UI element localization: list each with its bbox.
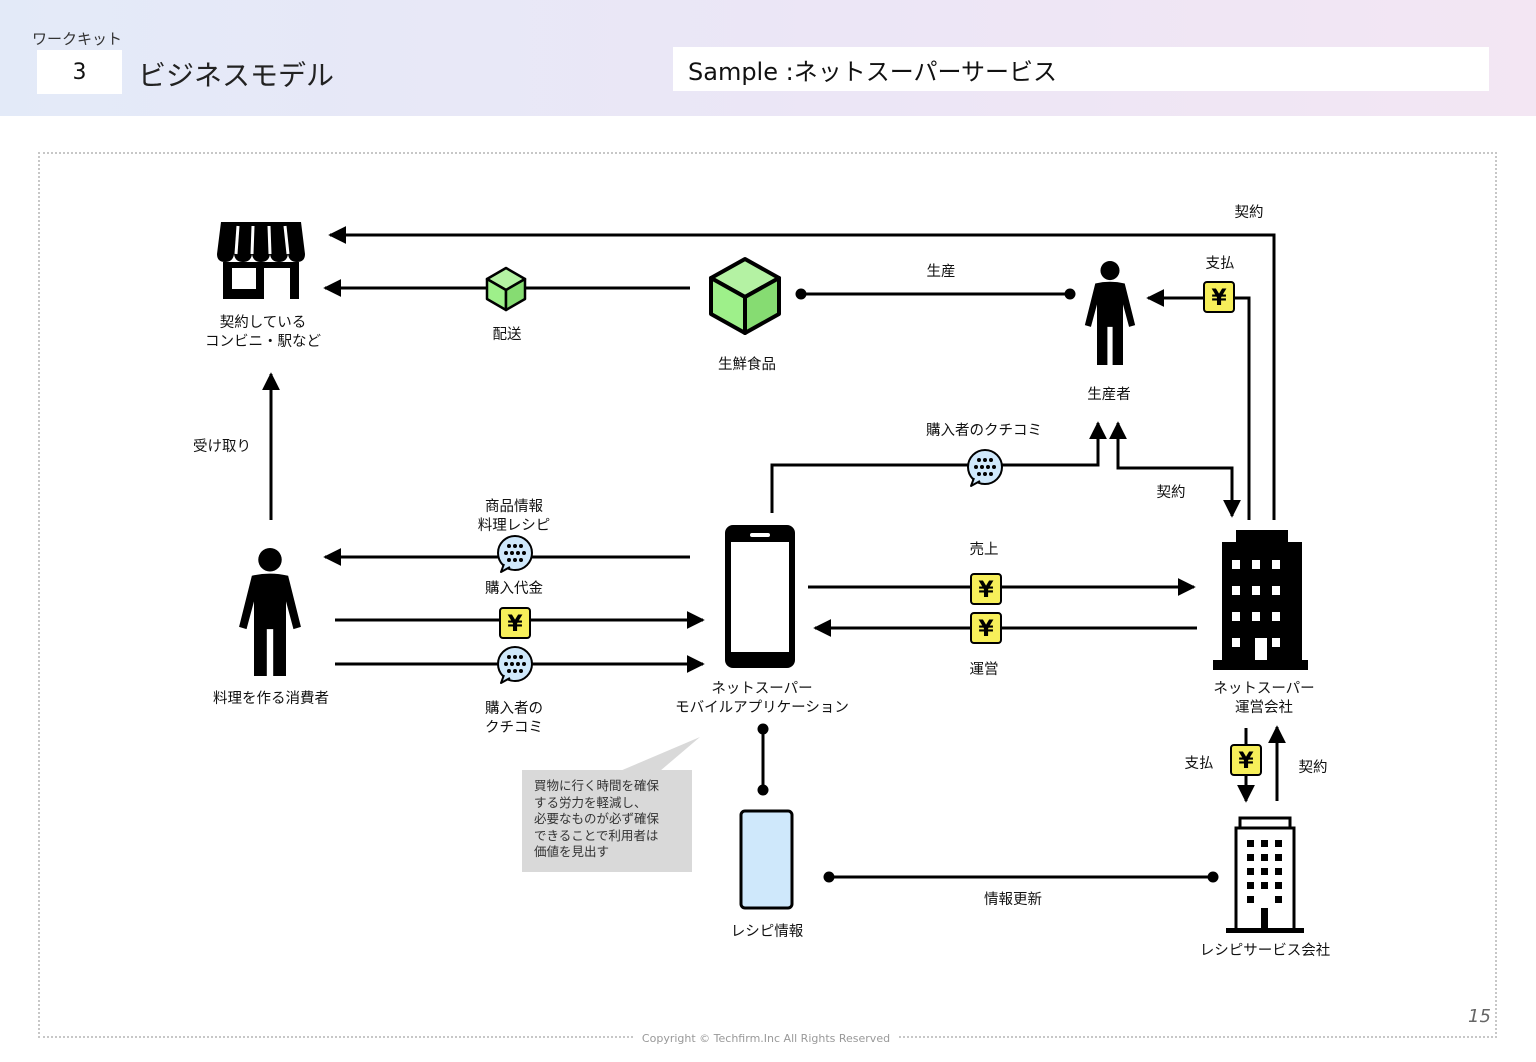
recipe-phone-icon [739, 809, 794, 910]
callout-pointer [620, 737, 700, 771]
edge-label-pickup: 受け取り [193, 439, 251, 455]
node-label-store: 契約している コンビニ・駅など [205, 315, 321, 350]
svg-text:¥: ¥ [978, 578, 994, 603]
consumer-person-icon [239, 548, 301, 676]
office-building-icon [1226, 816, 1304, 933]
edge-label-purchase-price: 購入代金 [485, 581, 543, 597]
kit-number: 3 [37, 50, 122, 94]
yen-icon: ¥ [499, 607, 531, 639]
office-building-icon [1213, 530, 1308, 670]
node-label-operator: ネットスーパー 運営会社 [1213, 681, 1315, 716]
node-label-app: ネットスーパー モバイルアプリケーション [675, 681, 849, 716]
arrow-reviews-producer [770, 421, 1107, 513]
node-label-recipe-info: レシピ情報 [730, 924, 804, 940]
chat-icon [497, 535, 533, 573]
edge-label-contract-producer: 契約 [1156, 485, 1186, 501]
edge-label-sales: 売上 [969, 542, 999, 558]
edge-label-buyer-reviews: 購入者の クチコミ [485, 701, 543, 736]
yen-icon: ¥ [1230, 744, 1262, 776]
yen-icon: ¥ [970, 573, 1002, 605]
arrow-contract-producer [1109, 421, 1241, 518]
edge-label-product-info: 商品情報 料理レシピ [477, 499, 551, 534]
edge-label-payment-recipe: 支払 [1184, 756, 1214, 772]
edge-label-contract-top: 契約 [1234, 205, 1264, 221]
edge-label-production: 生産 [926, 264, 956, 280]
sample-title: Sample :ネットスーパーサービス [673, 47, 1489, 91]
copyright: Copyright © Techfirm.Inc All Rights Rese… [633, 1032, 899, 1045]
svg-text:¥: ¥ [1211, 286, 1227, 311]
edge-label-contract-recipe: 契約 [1298, 760, 1328, 776]
smartphone-icon [725, 525, 795, 668]
header-bar: ワークキット 3 ビジネスモデル Sample :ネットスーパーサービス [0, 0, 1536, 116]
value-callout: 買物に行く時間を確保 する労力を軽減し、 必要なものが必ず確保 できることで利用… [522, 770, 692, 872]
producer-person-icon [1084, 261, 1136, 365]
node-label-fresh-food: 生鮮食品 [718, 357, 776, 373]
box-icon [485, 266, 527, 312]
node-label-recipe-company: レシピサービス会社 [1199, 943, 1331, 959]
chat-icon [967, 449, 1003, 487]
yen-icon: ¥ [1203, 281, 1235, 313]
svg-text:¥: ¥ [1238, 749, 1254, 774]
edge-label-operation: 運営 [969, 662, 999, 678]
store-icon [217, 222, 305, 299]
edge-label-info-update: 情報更新 [984, 892, 1042, 908]
connector-dots [757, 288, 1219, 883]
kit-label: ワークキット [32, 30, 123, 48]
page-number: 15 [1468, 1006, 1491, 1027]
page-title: ビジネスモデル [138, 59, 335, 92]
svg-text:¥: ¥ [507, 612, 523, 637]
node-label-consumer: 料理を作る消費者 [213, 691, 329, 707]
chat-icon [497, 646, 533, 684]
svg-text:¥: ¥ [978, 617, 994, 642]
edge-label-reviews-producer: 購入者のクチコミ [926, 423, 1042, 439]
arrow-payment-producer [1146, 289, 1251, 520]
edge-label-payment-producer: 支払 [1205, 256, 1235, 272]
node-label-producer: 生産者 [1087, 387, 1131, 403]
arrow-contract-store [328, 226, 1276, 520]
yen-icon: ¥ [970, 612, 1002, 644]
edge-label-delivery: 配送 [492, 327, 522, 343]
cube-icon [709, 257, 781, 335]
